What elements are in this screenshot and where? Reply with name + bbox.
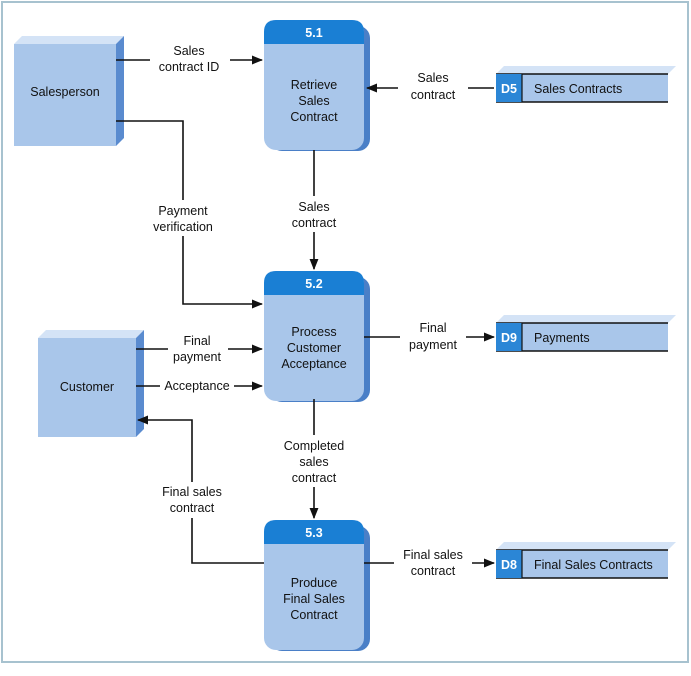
- data-store-d5[interactable]: D5 Sales Contracts: [496, 66, 676, 103]
- flow-acceptance-label: Acceptance: [164, 379, 229, 393]
- flow-final-payment-in-line-1: Final: [183, 334, 210, 348]
- data-store-d5-id: D5: [501, 82, 517, 96]
- process-5-1-id: 5.1: [305, 26, 322, 40]
- flow-final-sales-contract-to-store[interactable]: Final sales contract: [364, 544, 496, 580]
- flow-completed-sales-contract[interactable]: Completed sales contract: [276, 399, 352, 520]
- entity-salesperson-label: Salesperson: [30, 85, 100, 99]
- flow-completed-sales-contract-line-2: sales: [299, 455, 328, 469]
- flow-final-payment-out-line-2: payment: [409, 338, 457, 352]
- flow-final-sales-contract-to-customer-line-1: Final sales: [162, 485, 222, 499]
- flow-final-sales-contract-to-store-line-1: Final sales: [403, 548, 463, 562]
- flow-sales-contract[interactable]: Sales contract: [282, 150, 346, 271]
- flow-sales-contract-id-line-2: contract ID: [159, 60, 219, 74]
- flow-sales-contract-line-2: contract: [292, 216, 337, 230]
- flow-sales-contract-id-line-1: Sales: [173, 44, 204, 58]
- process-5-1-line-3: Contract: [290, 110, 338, 124]
- flow-completed-sales-contract-line-1: Completed: [284, 439, 344, 453]
- data-store-d9-name: Payments: [534, 331, 590, 345]
- process-5-2-id: 5.2: [305, 277, 322, 291]
- data-store-d8-name: Final Sales Contracts: [534, 558, 653, 572]
- flow-final-payment-out-line-1: Final: [419, 321, 446, 335]
- process-5-2-line-3: Acceptance: [281, 357, 346, 371]
- flow-completed-sales-contract-line-3: contract: [292, 471, 337, 485]
- process-5-1[interactable]: 5.1 Retrieve Sales Contract: [264, 20, 370, 151]
- flow-payment-verification-line-1: Payment: [158, 204, 208, 218]
- entity-salesperson[interactable]: Salesperson: [14, 36, 124, 146]
- flow-d5-sales-contract-line-2: contract: [411, 88, 456, 102]
- flow-final-payment-out[interactable]: Final payment: [364, 318, 496, 354]
- flow-sales-contract-line-1: Sales: [298, 200, 329, 214]
- process-5-3[interactable]: 5.3 Produce Final Sales Contract: [264, 520, 370, 651]
- flow-payment-verification-line-2: verification: [153, 220, 213, 234]
- data-store-d5-name: Sales Contracts: [534, 82, 622, 96]
- flow-final-sales-contract-to-customer-line-2: contract: [170, 501, 215, 515]
- flow-final-sales-contract-to-customer[interactable]: Final sales contract: [136, 415, 264, 564]
- process-5-2-line-2: Customer: [287, 341, 341, 355]
- flow-d5-sales-contract[interactable]: Sales contract: [365, 68, 494, 104]
- process-5-3-line-3: Contract: [290, 608, 338, 622]
- entity-customer[interactable]: Customer: [38, 330, 144, 437]
- flow-final-payment-in-line-2: payment: [173, 350, 221, 364]
- process-5-3-id: 5.3: [305, 526, 322, 540]
- process-5-2[interactable]: 5.2 Process Customer Acceptance: [264, 271, 370, 402]
- flow-payment-verification[interactable]: Payment verification: [116, 120, 264, 309]
- process-5-2-line-1: Process: [291, 325, 336, 339]
- flow-sales-contract-id[interactable]: Sales contract ID: [116, 42, 264, 76]
- process-5-1-line-2: Sales: [298, 94, 329, 108]
- flow-d5-sales-contract-line-1: Sales: [417, 71, 448, 85]
- data-store-d9-id: D9: [501, 331, 517, 345]
- data-store-d9[interactable]: D9 Payments: [496, 315, 676, 352]
- flow-acceptance[interactable]: Acceptance: [136, 377, 264, 395]
- data-store-d8[interactable]: D8 Final Sales Contracts: [496, 542, 676, 579]
- flow-final-payment-in[interactable]: Final payment: [136, 330, 264, 366]
- flow-final-sales-contract-to-store-line-2: contract: [411, 564, 456, 578]
- process-5-1-line-1: Retrieve: [291, 78, 338, 92]
- process-5-3-line-2: Final Sales: [283, 592, 345, 606]
- entity-customer-label: Customer: [60, 380, 114, 394]
- data-store-d8-id: D8: [501, 558, 517, 572]
- diagram-frame: [1, 1, 689, 663]
- process-5-3-line-1: Produce: [291, 576, 338, 590]
